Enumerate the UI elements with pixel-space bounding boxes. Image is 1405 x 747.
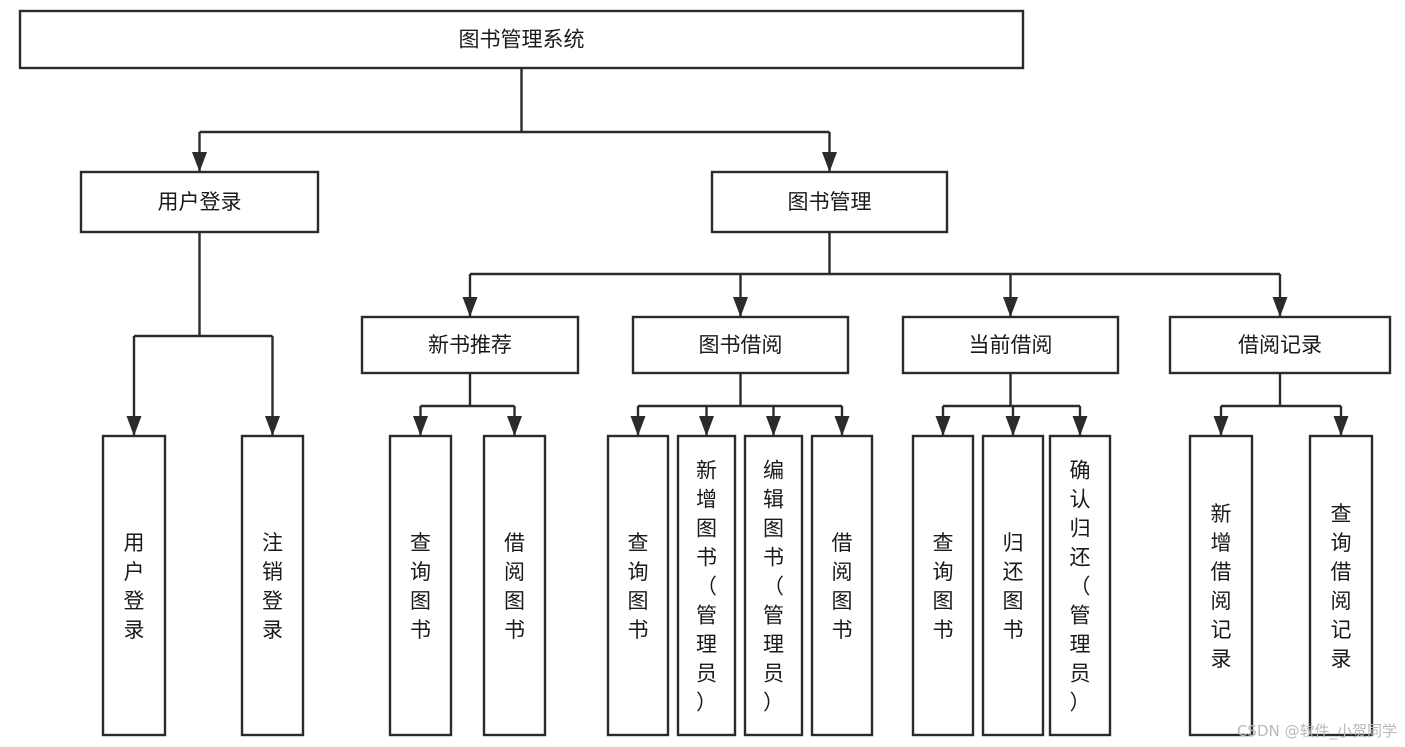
node-box [981,434,1045,737]
node-user-login[interactable]: 用户登录 [79,170,320,234]
node-borrow-record[interactable]: 借阅记录 [1168,315,1392,375]
node-book-borrow[interactable]: 图书借阅 [631,315,850,375]
edge-book-borrow-to-leaves [630,373,850,436]
node-label: 确认归还（管理员） [1070,459,1091,715]
node-box [388,434,453,737]
node-box [101,434,167,737]
node-label: 查询图书 [933,531,954,642]
node-leaf-query-record[interactable]: 查询借阅记录 [1308,434,1374,737]
node-label: 查询图书 [628,531,649,642]
edge-book-manage-to-level3 [462,232,1288,317]
node-leaf-query-book-2[interactable]: 查询图书 [606,434,670,737]
node-box [18,9,1025,70]
node-box [79,170,320,234]
node-label: 用户登录 [124,531,145,642]
node-label: 查询借阅记录 [1331,502,1352,671]
node-label: 新增借阅记录 [1211,502,1232,671]
node-label: 当前借阅 [969,333,1053,357]
node-leaf-edit-book[interactable]: 编辑图书（管理员） [743,434,804,737]
node-box [482,434,547,737]
node-box [901,315,1120,375]
edge-new-book-rec-to-leaves [413,373,522,436]
node-leaf-user-login[interactable]: 用户登录 [101,434,167,737]
node-label: 图书管理系统 [459,28,585,52]
node-label: 新增图书（管理员） [696,459,717,715]
edge-borrow-record-to-leaves [1213,373,1349,436]
node-leaf-borrow-book-1[interactable]: 借阅图书 [482,434,547,737]
node-box [631,315,850,375]
edge-current-borrow-to-leaves [935,373,1088,436]
node-label: 图书借阅 [699,333,783,357]
node-label: 借阅记录 [1238,333,1322,357]
node-leaf-confirm-return[interactable]: 确认归还（管理员） [1048,434,1112,737]
node-box [810,434,874,737]
node-label: 用户登录 [158,190,242,214]
node-box [676,434,737,737]
node-leaf-query-book-1[interactable]: 查询图书 [388,434,453,737]
node-label: 借阅图书 [832,531,853,642]
node-box [1188,434,1254,737]
node-leaf-borrow-book-2[interactable]: 借阅图书 [810,434,874,737]
node-leaf-query-book-3[interactable]: 查询图书 [911,434,975,737]
node-label: 编辑图书（管理员） [763,459,784,715]
node-root[interactable]: 图书管理系统 [18,9,1025,70]
node-box [240,434,305,737]
node-label: 图书管理 [788,190,872,214]
node-label: 查询图书 [410,531,431,642]
node-leaf-logout[interactable]: 注销登录 [240,434,305,737]
node-box [1308,434,1374,737]
node-box [360,315,580,375]
node-leaf-add-record[interactable]: 新增借阅记录 [1188,434,1254,737]
node-label: 借阅图书 [504,531,525,642]
node-label: 注销登录 [262,531,283,642]
nodes-layer: 图书管理系统用户登录图书管理新书推荐图书借阅当前借阅借阅记录用户登录注销登录查询… [18,9,1392,737]
node-box [911,434,975,737]
node-box [743,434,804,737]
node-label: 归还图书 [1003,531,1024,642]
edge-root-to-level2 [192,68,837,172]
node-current-borrow[interactable]: 当前借阅 [901,315,1120,375]
node-box [1168,315,1392,375]
node-box [1048,434,1112,737]
node-leaf-add-book[interactable]: 新增图书（管理员） [676,434,737,737]
node-book-manage[interactable]: 图书管理 [710,170,949,234]
node-leaf-return-book[interactable]: 归还图书 [981,434,1045,737]
node-label: 新书推荐 [428,333,512,357]
node-box [710,170,949,234]
edges-layer [126,68,1349,436]
node-box [606,434,670,737]
edge-user-login-to-leaves [126,232,280,436]
node-new-book-rec[interactable]: 新书推荐 [360,315,580,375]
